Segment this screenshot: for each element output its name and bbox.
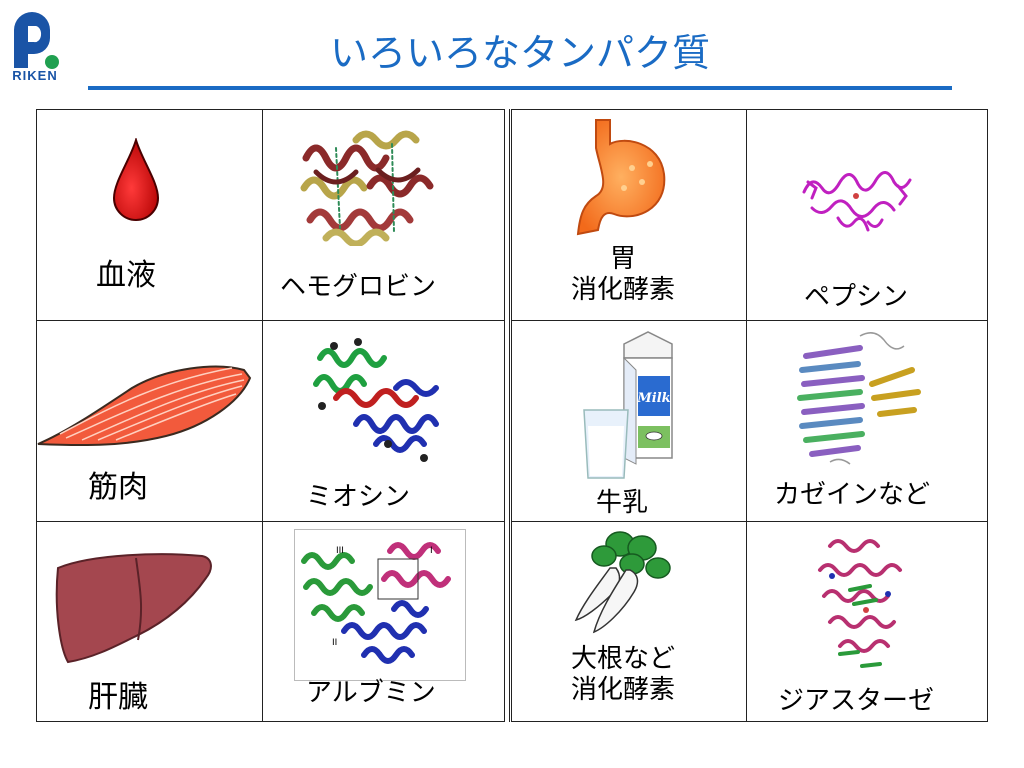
logo-text: RIKEN [12,68,58,83]
diastase-structure-image [818,539,902,668]
protein-label-pepsin: ペプシン [804,282,909,312]
source-label-stomach-line1: 胃 [609,244,636,274]
milk-carton-text: Milk [636,391,670,406]
riken-logo [14,12,59,69]
protein-label-diastase: ジアスターゼ [778,686,935,716]
source-label-stomach-line2: 消化酵素 [570,275,675,306]
albumin-domain-label-ii: II [332,638,337,648]
source-label-milk: 牛乳 [596,488,649,518]
source-label-radish-line1: 大根など [570,644,675,674]
pepsin-structure-image [802,171,912,232]
cell-protein-casein [746,320,988,522]
liver-icon [55,553,212,664]
title-underline [88,86,952,90]
stomach-icon [576,119,666,236]
page-title: いろいろなタンパク質 [329,31,710,75]
protein-label-casein: カゼインなど [774,480,931,510]
radish-icon [574,531,671,634]
protein-label-myosin: ミオシン [306,482,411,512]
protein-label-albumin: アルブミン [306,678,436,708]
casein-structure-image [797,332,921,465]
albumin-domain-label-iii: III [336,546,344,556]
source-label-radish: 大根など 消化酵素 [548,644,698,706]
cell-protein-diastase [746,521,988,722]
source-label-muscle: 筋肉 [88,470,148,505]
albumin-structure-image: III I II [301,542,451,664]
protein-label-hemoglobin: ヘモグロビン [280,272,437,302]
milk-carton-icon: Milk [583,331,673,479]
column-separator [504,109,510,722]
source-label-blood: 血液 [96,258,156,293]
source-label-radish-line2: 消化酵素 [570,675,675,706]
blood-drop-icon [112,138,160,221]
myosin-structure-image [313,338,439,462]
muscle-icon [37,365,252,447]
albumin-domain-label-i: I [430,546,433,556]
hemoglobin-structure-image [300,130,434,246]
cell-protein-myosin [262,320,505,522]
source-label-liver: 肝臓 [88,680,148,715]
source-label-stomach: 胃 消化酵素 [548,244,698,306]
